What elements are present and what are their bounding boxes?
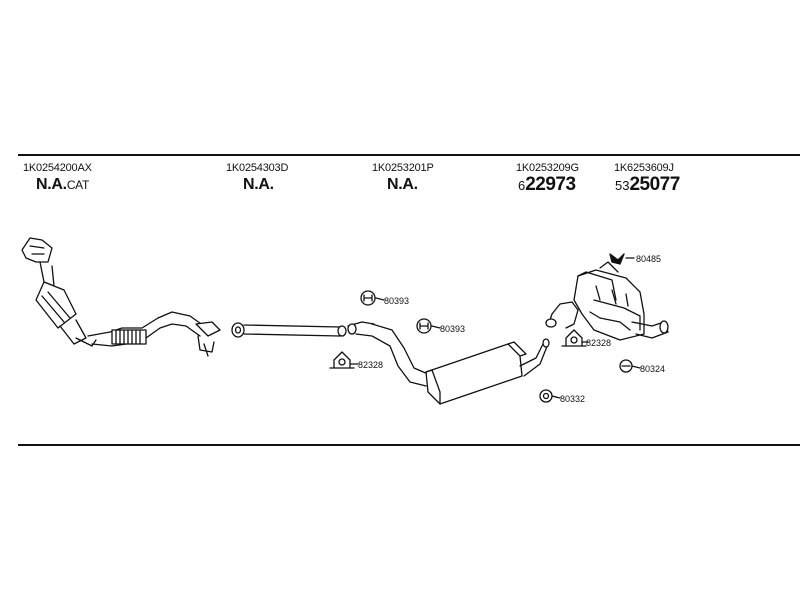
fitting-label-80485: 80485 — [636, 254, 661, 264]
middle-silencer-pipe — [347, 321, 550, 405]
part-code-middle-silencer: 1K0253209G — [516, 162, 579, 174]
fitting-label-80332: 80332 — [560, 394, 585, 404]
fitting-label-80393-top: 80393 — [384, 296, 409, 306]
availability-text: N.A. — [36, 176, 67, 193]
clamp-82328-right — [561, 329, 587, 347]
availability-text: N.A. — [387, 176, 418, 193]
price-prefix: 6 — [518, 178, 526, 193]
fitting-label-80393-mid: 80393 — [440, 324, 465, 334]
price-main: 22973 — [525, 174, 576, 195]
availability-intermediate-pipe: N.A. — [387, 176, 418, 194]
price-prefix: 53 — [615, 178, 630, 193]
top-divider — [18, 154, 800, 156]
clamp-82328-left — [329, 351, 355, 369]
price-middle-silencer: 622973 — [518, 174, 576, 196]
rear-silencer — [545, 261, 669, 341]
part-code-intermediate-pipe: 1K0253201P — [372, 162, 434, 174]
fitting-label-80324: 80324 — [640, 364, 665, 374]
fitting-80393-mid — [416, 318, 432, 334]
hanger-80485 — [609, 253, 625, 265]
part-code-front-pipe: 1K0254303D — [226, 162, 289, 174]
fitting-label-82328-right: 82328 — [586, 338, 611, 348]
mount-80332 — [539, 389, 553, 403]
mount-80324 — [619, 359, 633, 373]
part-code-catalytic-converter: 1K0254200AX — [23, 162, 92, 174]
availability-catalytic-converter: N.A.CAT — [36, 176, 89, 194]
part-code-rear-silencer: 1K6253609J — [614, 162, 674, 174]
availability-text: N.A. — [243, 176, 274, 193]
price-main: 25077 — [629, 174, 680, 195]
price-rear-silencer: 5325077 — [615, 174, 680, 196]
fitting-80393-top — [360, 290, 376, 306]
catalytic-converter — [21, 237, 221, 357]
availability-front-pipe: N.A. — [243, 176, 274, 194]
fitting-label-82328-left: 82328 — [358, 360, 383, 370]
bottom-divider — [18, 444, 800, 446]
availability-suffix: CAT — [66, 178, 90, 192]
front-pipe — [231, 322, 347, 338]
